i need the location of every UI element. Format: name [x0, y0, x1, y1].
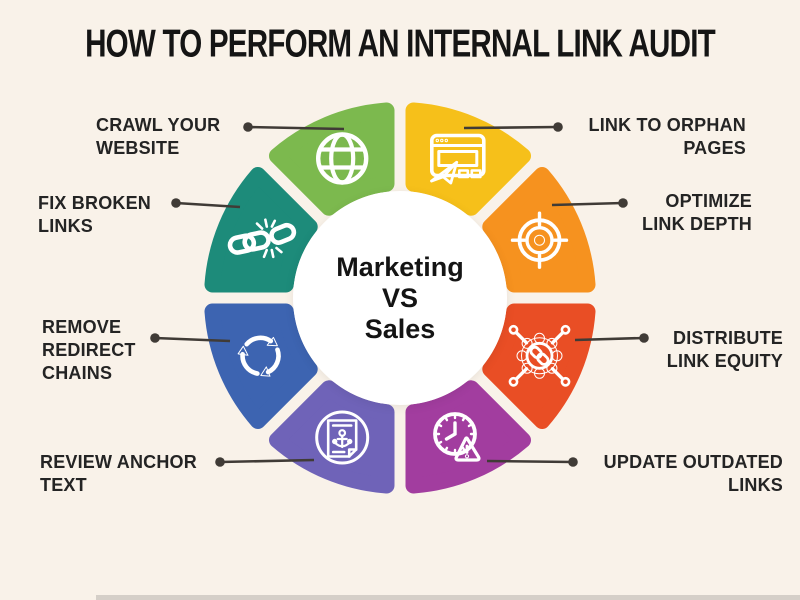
target-icon: [510, 211, 569, 269]
broken-chain-icon: [227, 218, 297, 259]
wedge-distribute-link-equity: [482, 303, 596, 429]
center-text-line1: Marketing: [336, 251, 464, 282]
clock-warning-icon: [433, 412, 481, 462]
wedge-optimize-link-depth: [482, 167, 596, 293]
page-title: HOW TO PERFORM AN INTERNAL LINK AUDIT: [85, 22, 716, 66]
connector-crawl: [247, 125, 345, 131]
label-review-anchor-text: REVIEW ANCHOR TEXT: [40, 452, 197, 495]
wedge-fix-broken-links: [204, 167, 318, 293]
connector-dot-distribute: [639, 333, 649, 343]
connector-review-anchor: [219, 458, 315, 464]
connector-update: [486, 459, 574, 464]
connector-fix-broken: [175, 201, 241, 209]
gear-link-network-icon: [508, 324, 571, 387]
browser-paper-plane-icon: [429, 133, 486, 185]
connector-dot-crawl: [243, 122, 253, 132]
connector-dot-orphan: [553, 122, 563, 132]
label-update-outdated-links: UPDATE OUTDATED LINKS: [603, 452, 783, 495]
center-text-line3: Sales: [364, 313, 436, 344]
wedge-review-anchor-text: [269, 380, 395, 494]
label-optimize-link-depth: OPTIMIZE LINK DEPTH: [642, 191, 752, 234]
connector-dot-fix-broken: [171, 198, 181, 208]
connector-dot-optimize: [618, 198, 628, 208]
connector-optimize: [551, 201, 624, 207]
label-fix-broken-links: FIX BROKEN LINKS: [38, 193, 152, 236]
connector-distribute: [574, 336, 645, 342]
label-link-to-orphan-pages: LINK TO ORPHAN PAGES: [588, 115, 746, 158]
center-text-line2: VS: [381, 282, 419, 313]
wedge-update-outdated-links: [405, 380, 531, 494]
globe-icon: [316, 132, 369, 185]
connector-dot-review-anchor: [215, 457, 225, 467]
wedge-remove-redirect-chains: [204, 303, 318, 429]
wedge-link-to-orphan-pages: [405, 102, 531, 216]
connector-dot-update: [568, 457, 578, 467]
connector-remove-redirect: [154, 336, 231, 343]
center-badge: Marketing VS Sales: [293, 191, 507, 405]
connector-dot-remove-redirect: [150, 333, 160, 343]
connector-lines: [150, 122, 649, 467]
label-distribute-link-equity: DISTRIBUTE LINK EQUITY: [666, 328, 783, 371]
connector-orphan: [463, 125, 559, 130]
bottom-edge-strip: [96, 595, 800, 600]
document-anchor-icon: [315, 410, 370, 465]
refresh-arrows-icon: [237, 335, 281, 377]
label-crawl-your-website: CRAWL YOUR WEBSITE: [96, 115, 221, 158]
label-remove-redirect-chains: REMOVE REDIRECT CHAINS: [42, 317, 136, 383]
